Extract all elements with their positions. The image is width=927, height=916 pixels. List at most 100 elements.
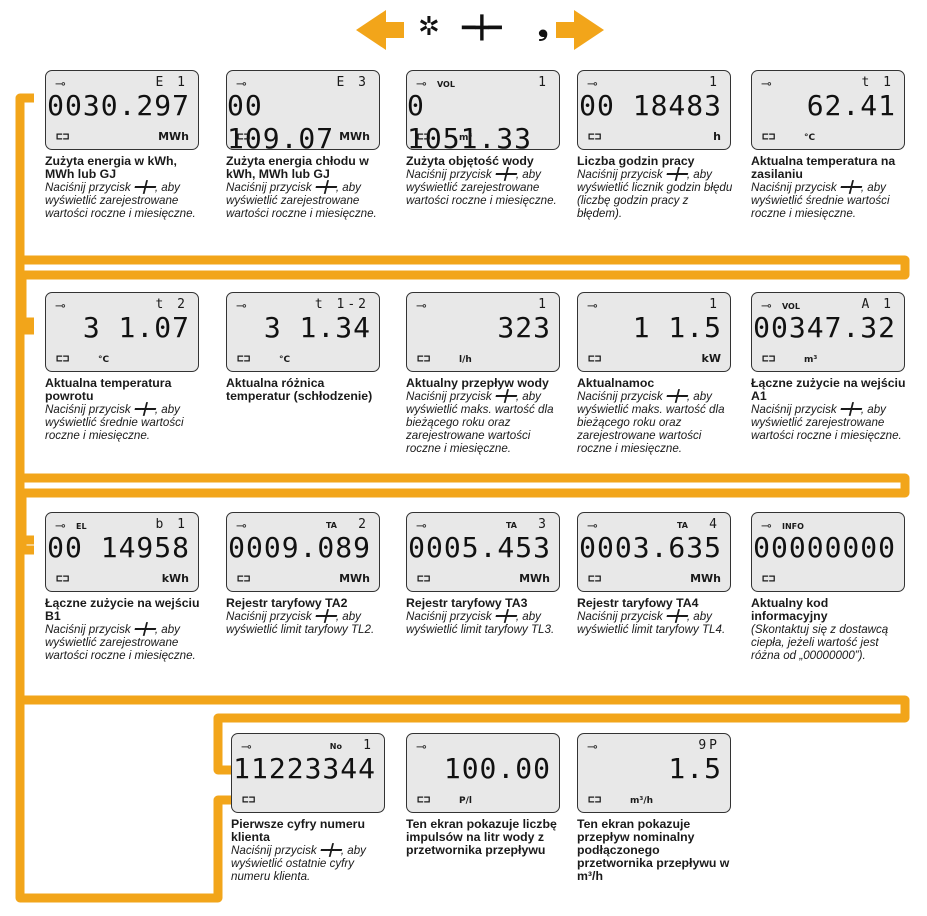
lcd-unit: kW <box>701 352 721 365</box>
lcd-register-code: 4 <box>709 517 720 532</box>
lcd-digits: 323 <box>497 311 551 344</box>
lcd-register-code: 1 <box>709 297 720 312</box>
connector-icon: ⊸ <box>416 740 427 755</box>
lcd-bracket-icon: ⊏⊐ <box>56 352 70 365</box>
connector-icon: ⊸ <box>236 519 247 534</box>
lcd-unit: h <box>713 130 721 143</box>
lcd-bracket-icon: ⊏⊐ <box>762 572 776 585</box>
lcd-unit-small: °C <box>804 133 816 143</box>
lcd-register-code: 2 <box>358 517 369 532</box>
lcd-display: ⊸ VOL 1 0 1051.33⊏⊐ m³ <box>406 70 560 155</box>
connector-icon: ⊸ <box>416 519 427 534</box>
lcd-bracket-icon: ⊏⊐ <box>588 352 602 365</box>
connector-icon: ⊸ <box>55 299 66 314</box>
lcd-register-code: t 2 <box>155 297 188 312</box>
connector-icon: ⊸ <box>761 519 772 534</box>
lcd-mode-label: VOL <box>437 80 455 89</box>
step-description: Naciśnij przycisk ━╋━, aby wyświetlić li… <box>577 610 726 636</box>
lcd-unit: MWh <box>519 572 550 585</box>
star-button-symbol: ✲ <box>418 12 440 42</box>
connector-icon: ⊸ <box>587 740 598 755</box>
lcd-display: ⊸100.00⊏⊐P/l <box>406 733 560 813</box>
step-description: Naciśnij przycisk ━╋━, aby wyświetlić za… <box>751 403 902 442</box>
lcd-bracket-icon: ⊏⊐ <box>417 352 431 365</box>
lcd-register-code: 9P <box>698 738 720 753</box>
connector-icon: ⊸ <box>55 77 66 92</box>
step-title: Rejestr taryfowy TA4 <box>577 596 699 610</box>
step-description: Naciśnij przycisk ━╋━, aby wyświetlić za… <box>45 181 196 220</box>
lcd-bracket-icon: ⊏⊐ <box>417 130 431 143</box>
lcd-digits: 0 1051.33 <box>407 89 533 155</box>
lcd-unit-small: °C <box>98 355 110 365</box>
step-title: Liczba godzin pracy <box>577 154 695 168</box>
lcd-register-label: TA <box>505 521 517 530</box>
step-description: Naciśnij przycisk ━╋━, aby wyświetlić li… <box>226 610 375 636</box>
lcd-register-code: 1 <box>538 75 549 90</box>
lcd-digits: 00347.32 <box>753 311 896 344</box>
lcd-bracket-icon: ⊏⊐ <box>237 352 251 365</box>
step-description: Naciśnij przycisk ━╋━, aby wyświetlić za… <box>406 168 557 207</box>
lcd-mode-label: INFO <box>782 522 804 531</box>
step-description: Naciśnij przycisk ━╋━, aby wyświetlić li… <box>577 168 733 220</box>
connector-icon: ⊸ <box>587 519 598 534</box>
lcd-mode-label: EL <box>76 522 87 531</box>
lcd-register-code: A 1 <box>861 297 894 312</box>
lcd-bracket-icon: ⊏⊐ <box>242 793 256 806</box>
step-title: Rejestr taryfowy TA3 <box>406 596 528 610</box>
lcd-digits: 62.41 <box>806 89 896 122</box>
connector-icon: ⊸ <box>416 77 427 92</box>
lcd-digits: 0009.089 <box>228 531 371 564</box>
step-title: Aktualna temperatura powrotu <box>45 376 172 403</box>
lcd-digits: 0003.635 <box>579 531 722 564</box>
step-title: Aktualny kod informacyjny <box>751 596 829 623</box>
connector-icon: ⊸ <box>761 299 772 314</box>
lcd-register-code: b 1 <box>155 517 188 532</box>
step-title: Pierwsze cyfry numeru klienta <box>231 817 365 844</box>
lcd-unit-small: P/l <box>459 796 472 806</box>
lcd-unit-small: m³ <box>459 133 473 143</box>
step-description: Naciśnij przycisk ━╋━, aby wyświetlić śr… <box>751 181 890 220</box>
arrow-right-icon <box>556 10 604 50</box>
lcd-unit-small: l/h <box>459 355 472 365</box>
lcd-digits: 1.5 <box>668 752 722 785</box>
step-description: Naciśnij przycisk ━╋━, aby wyświetlić li… <box>406 610 555 636</box>
step-title: Zużyta energia chłodu w kWh, MWh lub GJ <box>226 154 369 181</box>
lcd-digits: 00000000 <box>753 531 896 564</box>
step-description: Naciśnij przycisk ━╋━, aby wyświetlić śr… <box>45 403 184 442</box>
lcd-bracket-icon: ⊏⊐ <box>417 572 431 585</box>
step-title: Aktualna temperatura na zasilaniu <box>751 154 896 181</box>
connector-icon: ⊸ <box>587 77 598 92</box>
step-description: Naciśnij przycisk ━╋━, aby wyświetlić za… <box>226 181 377 220</box>
step-title: Aktualny przepływ wody <box>406 376 549 390</box>
arrow-left-icon <box>356 10 404 50</box>
lcd-unit-small: m³/h <box>630 796 654 806</box>
lcd-register-label: TA <box>325 521 337 530</box>
lcd-digits: 1 1.5 <box>632 311 722 344</box>
lcd-unit: MWh <box>339 130 370 143</box>
step-title: Łączne zużycie na wejściu B1 <box>45 596 200 623</box>
lcd-bracket-icon: ⊏⊐ <box>237 572 251 585</box>
lcd-bracket-icon: ⊏⊐ <box>588 572 602 585</box>
lcd-bracket-icon: ⊏⊐ <box>762 352 776 365</box>
lcd-digits: 00 18483 <box>579 89 722 122</box>
step-description: Naciśnij przycisk ━╋━, aby wyświetlić ma… <box>577 390 725 455</box>
lcd-register-code: t 1 <box>861 75 894 90</box>
connector-icon: ⊸ <box>416 299 427 314</box>
